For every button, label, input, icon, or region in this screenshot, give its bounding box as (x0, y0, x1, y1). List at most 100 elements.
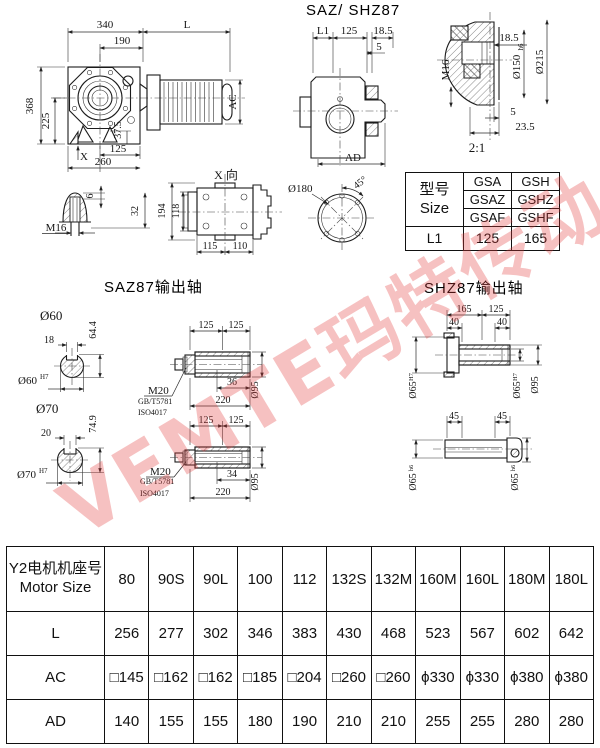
cell-AD: 280 (504, 699, 550, 744)
size-table-type-cell: 型号 Size (405, 172, 464, 227)
dim-d95: Ø95 (250, 473, 261, 490)
scale-note: 2:1 (469, 140, 486, 155)
section-detail-drawing: 18.5 M16 Ø150 h6 Ø215 5 23.5 2:1 (437, 12, 549, 155)
dim-d65-left: Ø65 (408, 381, 419, 398)
cell-AD: 190 (281, 699, 328, 744)
cell-AD: 180 (237, 699, 283, 744)
dim-5: 5 (510, 106, 516, 118)
cell-L: 468 (370, 611, 417, 656)
dim-125b: 125 (229, 415, 244, 426)
m16-detail-drawing: M16 6 32 (42, 185, 150, 236)
cell-AC: □260 (326, 655, 372, 700)
cell-AC: □162 (148, 655, 194, 700)
x-view-title: X 向 (214, 167, 238, 182)
dim-125a: 125 (199, 415, 214, 426)
dim-18-5: 18.5 (499, 32, 519, 44)
label-M20: M20 (148, 385, 169, 397)
cell-L: 383 (281, 611, 328, 656)
size-cell: GSAZ (463, 190, 512, 209)
dim-225: 225 (40, 112, 52, 129)
motor-size-col: 90S (148, 546, 194, 612)
type-cn: 型号 (419, 180, 450, 198)
dim-125a: 125 (199, 320, 214, 331)
cell-AC: □185 (237, 655, 283, 700)
dim-AC: AC (227, 94, 239, 109)
dim-190: 190 (114, 35, 131, 47)
dim-5: 5 (376, 41, 382, 53)
dim-220: 220 (216, 395, 231, 406)
cell-L: 430 (326, 611, 372, 656)
dim-23-5: 23.5 (515, 121, 535, 133)
dim-45r: 45 (497, 411, 507, 422)
drawing-title: SAZ/ SHZ87 (306, 2, 401, 19)
dim-118: 118 (171, 204, 182, 219)
dim-74-9: 74.9 (88, 415, 99, 433)
dim-d65h6-left-tol: h6 (408, 464, 415, 471)
dim-34: 34 (227, 469, 237, 480)
dim-165: 165 (457, 304, 472, 315)
dim-d65-right: Ø65 (512, 381, 523, 398)
label-M16: M16 (46, 222, 67, 234)
dim-40r: 40 (497, 317, 507, 328)
dim-d65h6-right-tol: h6 (510, 464, 517, 471)
cell-L: 602 (504, 611, 550, 656)
label-d70: Ø70 (36, 401, 58, 416)
dim-125: 125 (489, 304, 504, 315)
dim-d180: Ø180 (288, 183, 313, 195)
cell-AD: 140 (103, 699, 150, 744)
motor-size-col: 180L (548, 546, 595, 612)
size-cell: GSHF (511, 208, 560, 227)
saz-hollow2-drawing: 125 125 34 220 Ø95 M20 GB/T5781 ISO4017 (140, 415, 266, 502)
size-table: 型号 Size GSA GSH GSAZ GSHZ GSAF GSHF L1 1… (405, 172, 560, 251)
dim-260: 260 (95, 156, 112, 168)
dim-45l: 45 (449, 411, 459, 422)
dim-340: 340 (97, 19, 114, 31)
dim-d95: Ø95 (250, 381, 261, 398)
motor-size-col: 180M (504, 546, 550, 612)
cell-AC: □260 (370, 655, 417, 700)
dim-36: 36 (227, 377, 237, 388)
size-cell: GSAF (463, 208, 512, 227)
dim-d150-tol: h6 (517, 43, 525, 51)
cell-AC: □162 (192, 655, 239, 700)
dim-125b: 125 (229, 320, 244, 331)
motor-size-table: Y2电机机座号 Motor Size 80 90S 90L 100 112 13… (6, 546, 595, 744)
cell-AD: 210 (370, 699, 417, 744)
x-view-drawing: X 向 194 118 115 110 (157, 167, 282, 255)
cell-AD: 155 (148, 699, 194, 744)
dim-L1: L1 (317, 25, 329, 37)
row-label-L: L (6, 611, 105, 656)
cell-AC: ϕ330 (415, 655, 461, 700)
cell-AC: ϕ330 (459, 655, 506, 700)
motor-table-header: Y2电机机座号 Motor Size (6, 546, 105, 612)
row-label-AD: AD (6, 699, 105, 744)
row-label-AC: AC (6, 655, 105, 700)
dim-37-5: 37.5 (113, 121, 124, 139)
cell-AD: 280 (548, 699, 595, 744)
cell-AD: 210 (326, 699, 372, 744)
label-gb-std: GB/T5781 (138, 397, 172, 406)
motor-size-col: 112 (281, 546, 328, 612)
cell-L: 523 (415, 611, 461, 656)
dim-d65-left-tol: H7 (408, 372, 415, 381)
label-d60: Ø60 (40, 308, 62, 323)
dim-d65h6-right: Ø65 (510, 473, 521, 490)
motor-head-en: Motor Size (19, 579, 92, 596)
cell-L: 567 (459, 611, 506, 656)
dim-110: 110 (233, 241, 248, 252)
dim-194: 194 (157, 204, 168, 219)
dim-40l: 40 (449, 317, 459, 328)
dim-18-5: 18.5 (373, 25, 393, 37)
dim-M16: M16 (440, 59, 452, 80)
side-view-drawing: L1 125 18.5 5 AD (293, 25, 398, 167)
cell-AD: 155 (192, 699, 239, 744)
size-cell: GSA (463, 172, 512, 191)
motor-size-col: 160L (459, 546, 506, 612)
dim-220: 220 (216, 487, 231, 498)
cell-L: 302 (192, 611, 239, 656)
motor-size-col: 100 (237, 546, 283, 612)
cell-L: 642 (548, 611, 595, 656)
label-M20: M20 (150, 466, 171, 478)
dim-bore70: Ø70 (17, 469, 36, 481)
